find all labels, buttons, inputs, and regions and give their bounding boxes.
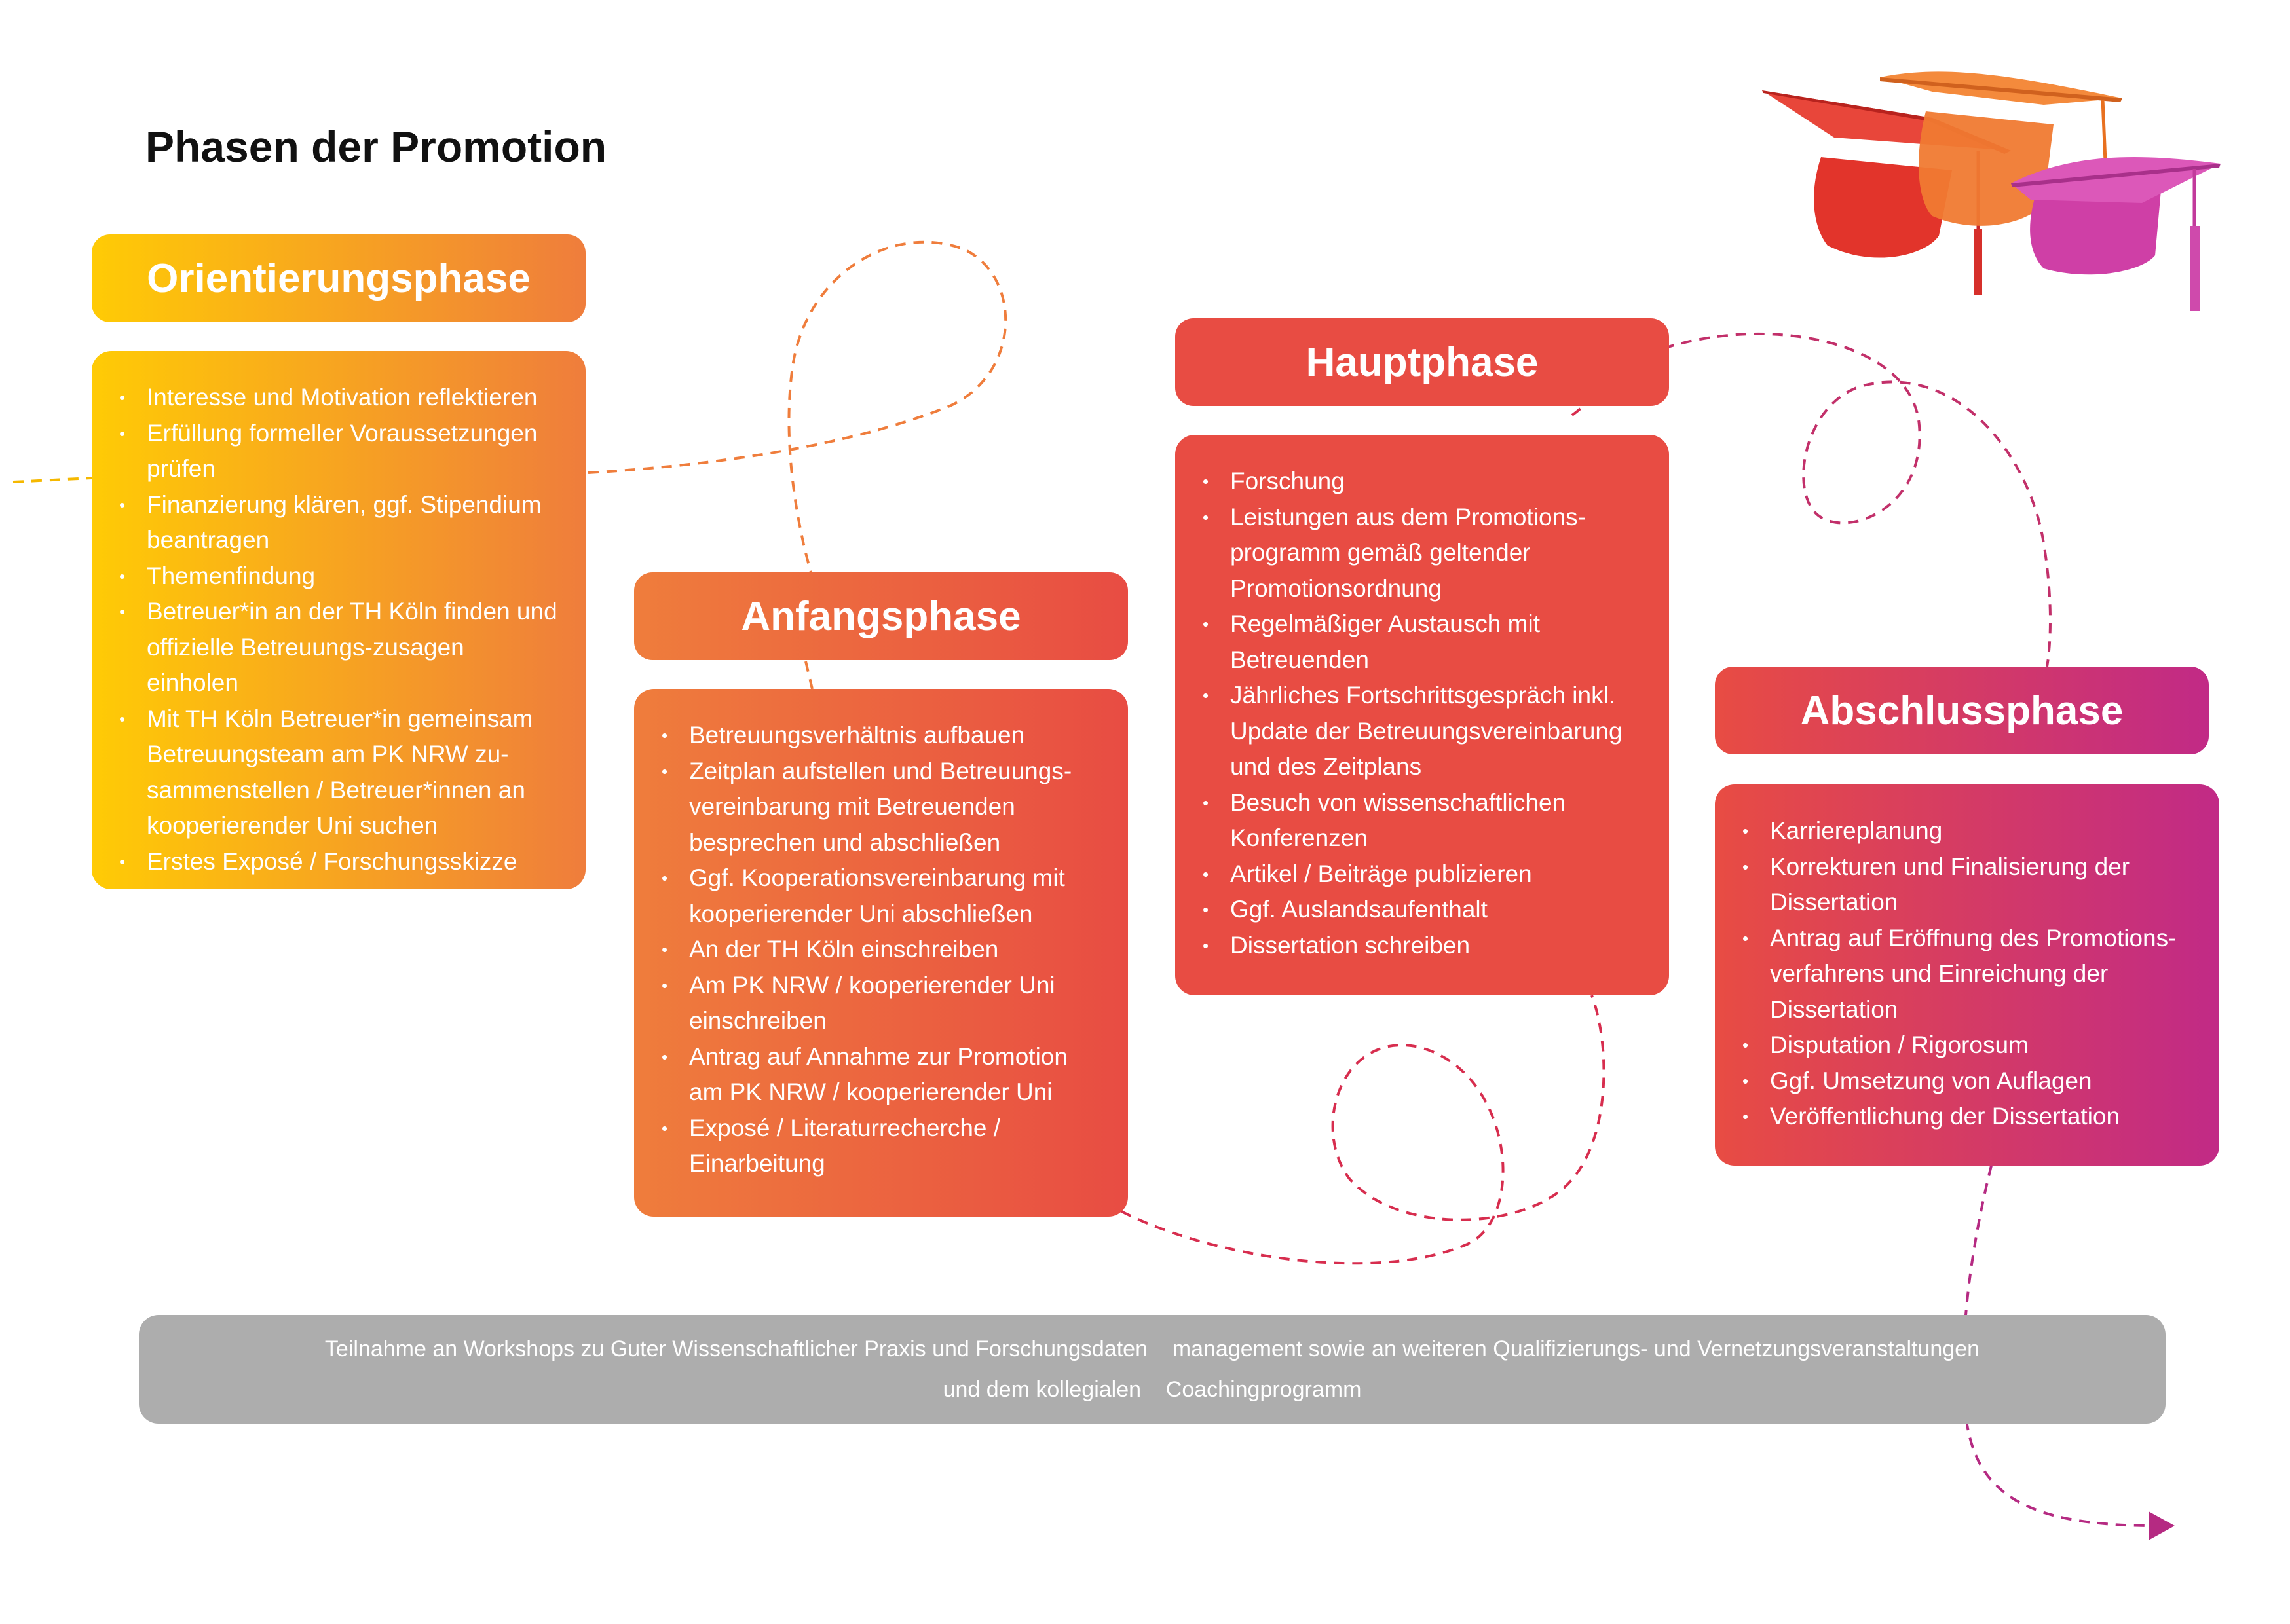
- phase-box-orientation: Interesse und Motivation reflektieren Er…: [92, 351, 586, 889]
- list-item: Antrag auf Annahme zur Promotion am PK N…: [660, 1039, 1102, 1111]
- dashed-line-start-to-main: [1121, 995, 1605, 1265]
- list-item: Veröffentlichung der Dissertation: [1741, 1099, 2193, 1135]
- list-item: Exposé / Literaturrecherche / Einarbeitu…: [660, 1111, 1102, 1182]
- phase-list-start: Betreuungsverhältnis aufbauen Zeitplan a…: [660, 718, 1102, 1182]
- phase-box-start: Betreuungsverhältnis aufbauen Zeitplan a…: [634, 689, 1128, 1217]
- footer-line-2: und dem kollegialen Coachingprogramm: [943, 1377, 1362, 1402]
- graduation-cap-orange-icon: [1880, 71, 2122, 249]
- dashed-line-orientation-to-start: [588, 240, 1007, 577]
- phase-box-main: Forschung Leistungen aus dem Promotions-…: [1175, 435, 1669, 995]
- dashed-line-main-to-final: [1663, 333, 2052, 667]
- list-item: Besuch von wissenschaftlichen Konferenze…: [1201, 785, 1643, 857]
- phase-header-start: Anfangsphase: [634, 572, 1128, 660]
- page-title: Phasen der Promotion: [145, 122, 607, 171]
- phase-list-orientation: Interesse und Motivation reflektieren Er…: [118, 380, 559, 879]
- list-item: Disputation / Rigorosum: [1741, 1027, 2193, 1063]
- footer-box: Teilnahme an Workshops zu Guter Wissensc…: [139, 1315, 2166, 1424]
- list-item: An der TH Köln einschreiben: [660, 932, 1102, 968]
- list-item: Erfüllung formeller Voraussetzungen prüf…: [118, 416, 559, 487]
- list-item: Am PK NRW / kooperierender Uni einschrei…: [660, 968, 1102, 1039]
- dashed-line-lead-in: [12, 477, 92, 483]
- list-item: Ggf. Kooperationsvereinbarung mit kooper…: [660, 860, 1102, 932]
- list-item: Mit TH Köln Betreuer*in gemeinsam Betreu…: [118, 701, 559, 844]
- list-item: Forschung: [1201, 464, 1643, 500]
- phase-list-main: Forschung Leistungen aus dem Promotions-…: [1201, 464, 1643, 963]
- dashed-line-start-into-box: [804, 661, 814, 690]
- list-item: Zeitplan aufstellen und Betreuungs-verei…: [660, 754, 1102, 861]
- list-item: Artikel / Beiträge publizieren: [1201, 857, 1643, 893]
- list-item: Ggf. Auslandsaufenthalt: [1201, 892, 1643, 928]
- list-item: Karriereplanung: [1741, 813, 2193, 849]
- list-item: Regelmäßiger Austausch mit Betreuenden: [1201, 606, 1643, 678]
- list-item: Finanzierung klären, ggf. Stipendium bea…: [118, 487, 559, 559]
- list-item: Erstes Exposé / Forschungsskizze: [118, 844, 559, 880]
- arrow-head-icon: [2149, 1511, 2175, 1540]
- graduation-cap-purple-icon: [2011, 157, 2221, 311]
- phase-header-final: Abschlussphase: [1715, 667, 2209, 754]
- phase-box-final: Karriereplanung Korrekturen und Finalisi…: [1715, 784, 2219, 1166]
- list-item: Themenfindung: [118, 559, 559, 595]
- list-item: Betreuungsverhältnis aufbauen: [660, 718, 1102, 754]
- list-item: Interesse und Motivation reflektieren: [118, 380, 559, 416]
- list-item: Korrekturen und Finalisierung der Disser…: [1741, 849, 2193, 921]
- footer-line-1: Teilnahme an Workshops zu Guter Wissensc…: [324, 1337, 1980, 1361]
- list-item: Leistungen aus dem Promotions-programm g…: [1201, 500, 1643, 607]
- graduation-caps-illustration: [1762, 71, 2221, 311]
- list-item: Jährliches Fortschrittsgespräch inkl. Up…: [1201, 678, 1643, 785]
- phase-header-orientation: Orientierungsphase: [92, 234, 586, 322]
- list-item: Dissertation schreiben: [1201, 928, 1643, 964]
- phase-header-main: Hauptphase: [1175, 318, 1669, 406]
- list-item: Ggf. Umsetzung von Auflagen: [1741, 1063, 2193, 1099]
- list-item: Antrag auf Eröffnung des Promotions-verf…: [1741, 921, 2193, 1028]
- list-item: Betreuer*in an der TH Köln finden und of…: [118, 594, 559, 701]
- phase-list-final: Karriereplanung Korrekturen und Finalisi…: [1741, 813, 2193, 1135]
